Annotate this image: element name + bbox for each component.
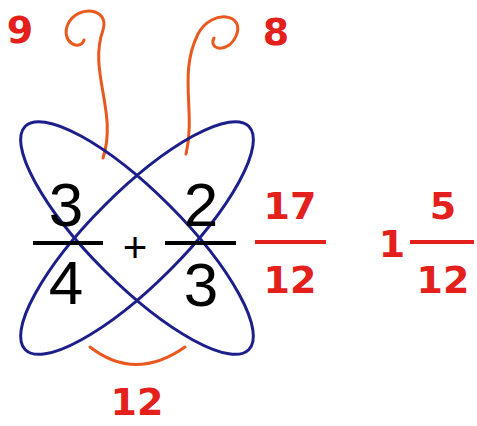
numerator: 3	[49, 174, 83, 236]
plus-sign: +	[123, 227, 148, 269]
result-denominator: 12	[264, 261, 317, 299]
fraction-bar	[410, 240, 474, 244]
mixed-numerator: 5	[430, 187, 456, 225]
fraction-bar	[33, 241, 103, 245]
wing-ellipse	[0, 94, 281, 382]
result-numerator: 17	[264, 187, 317, 225]
left-antenna	[66, 11, 107, 158]
right-antenna	[186, 17, 238, 154]
denominator: 3	[184, 254, 218, 316]
wing-ellipse	[0, 94, 281, 382]
numerator: 2	[184, 174, 218, 236]
antenna-number: 8	[263, 13, 289, 51]
whole-number: 1	[379, 225, 405, 263]
denominator: 4	[49, 252, 83, 314]
fraction-bar	[165, 241, 236, 245]
common-denominator: 12	[111, 383, 164, 421]
fraction-bar	[255, 240, 326, 244]
mixed-denominator: 12	[417, 261, 470, 299]
bottom-arc	[90, 347, 185, 365]
antenna-number: 9	[7, 11, 33, 49]
